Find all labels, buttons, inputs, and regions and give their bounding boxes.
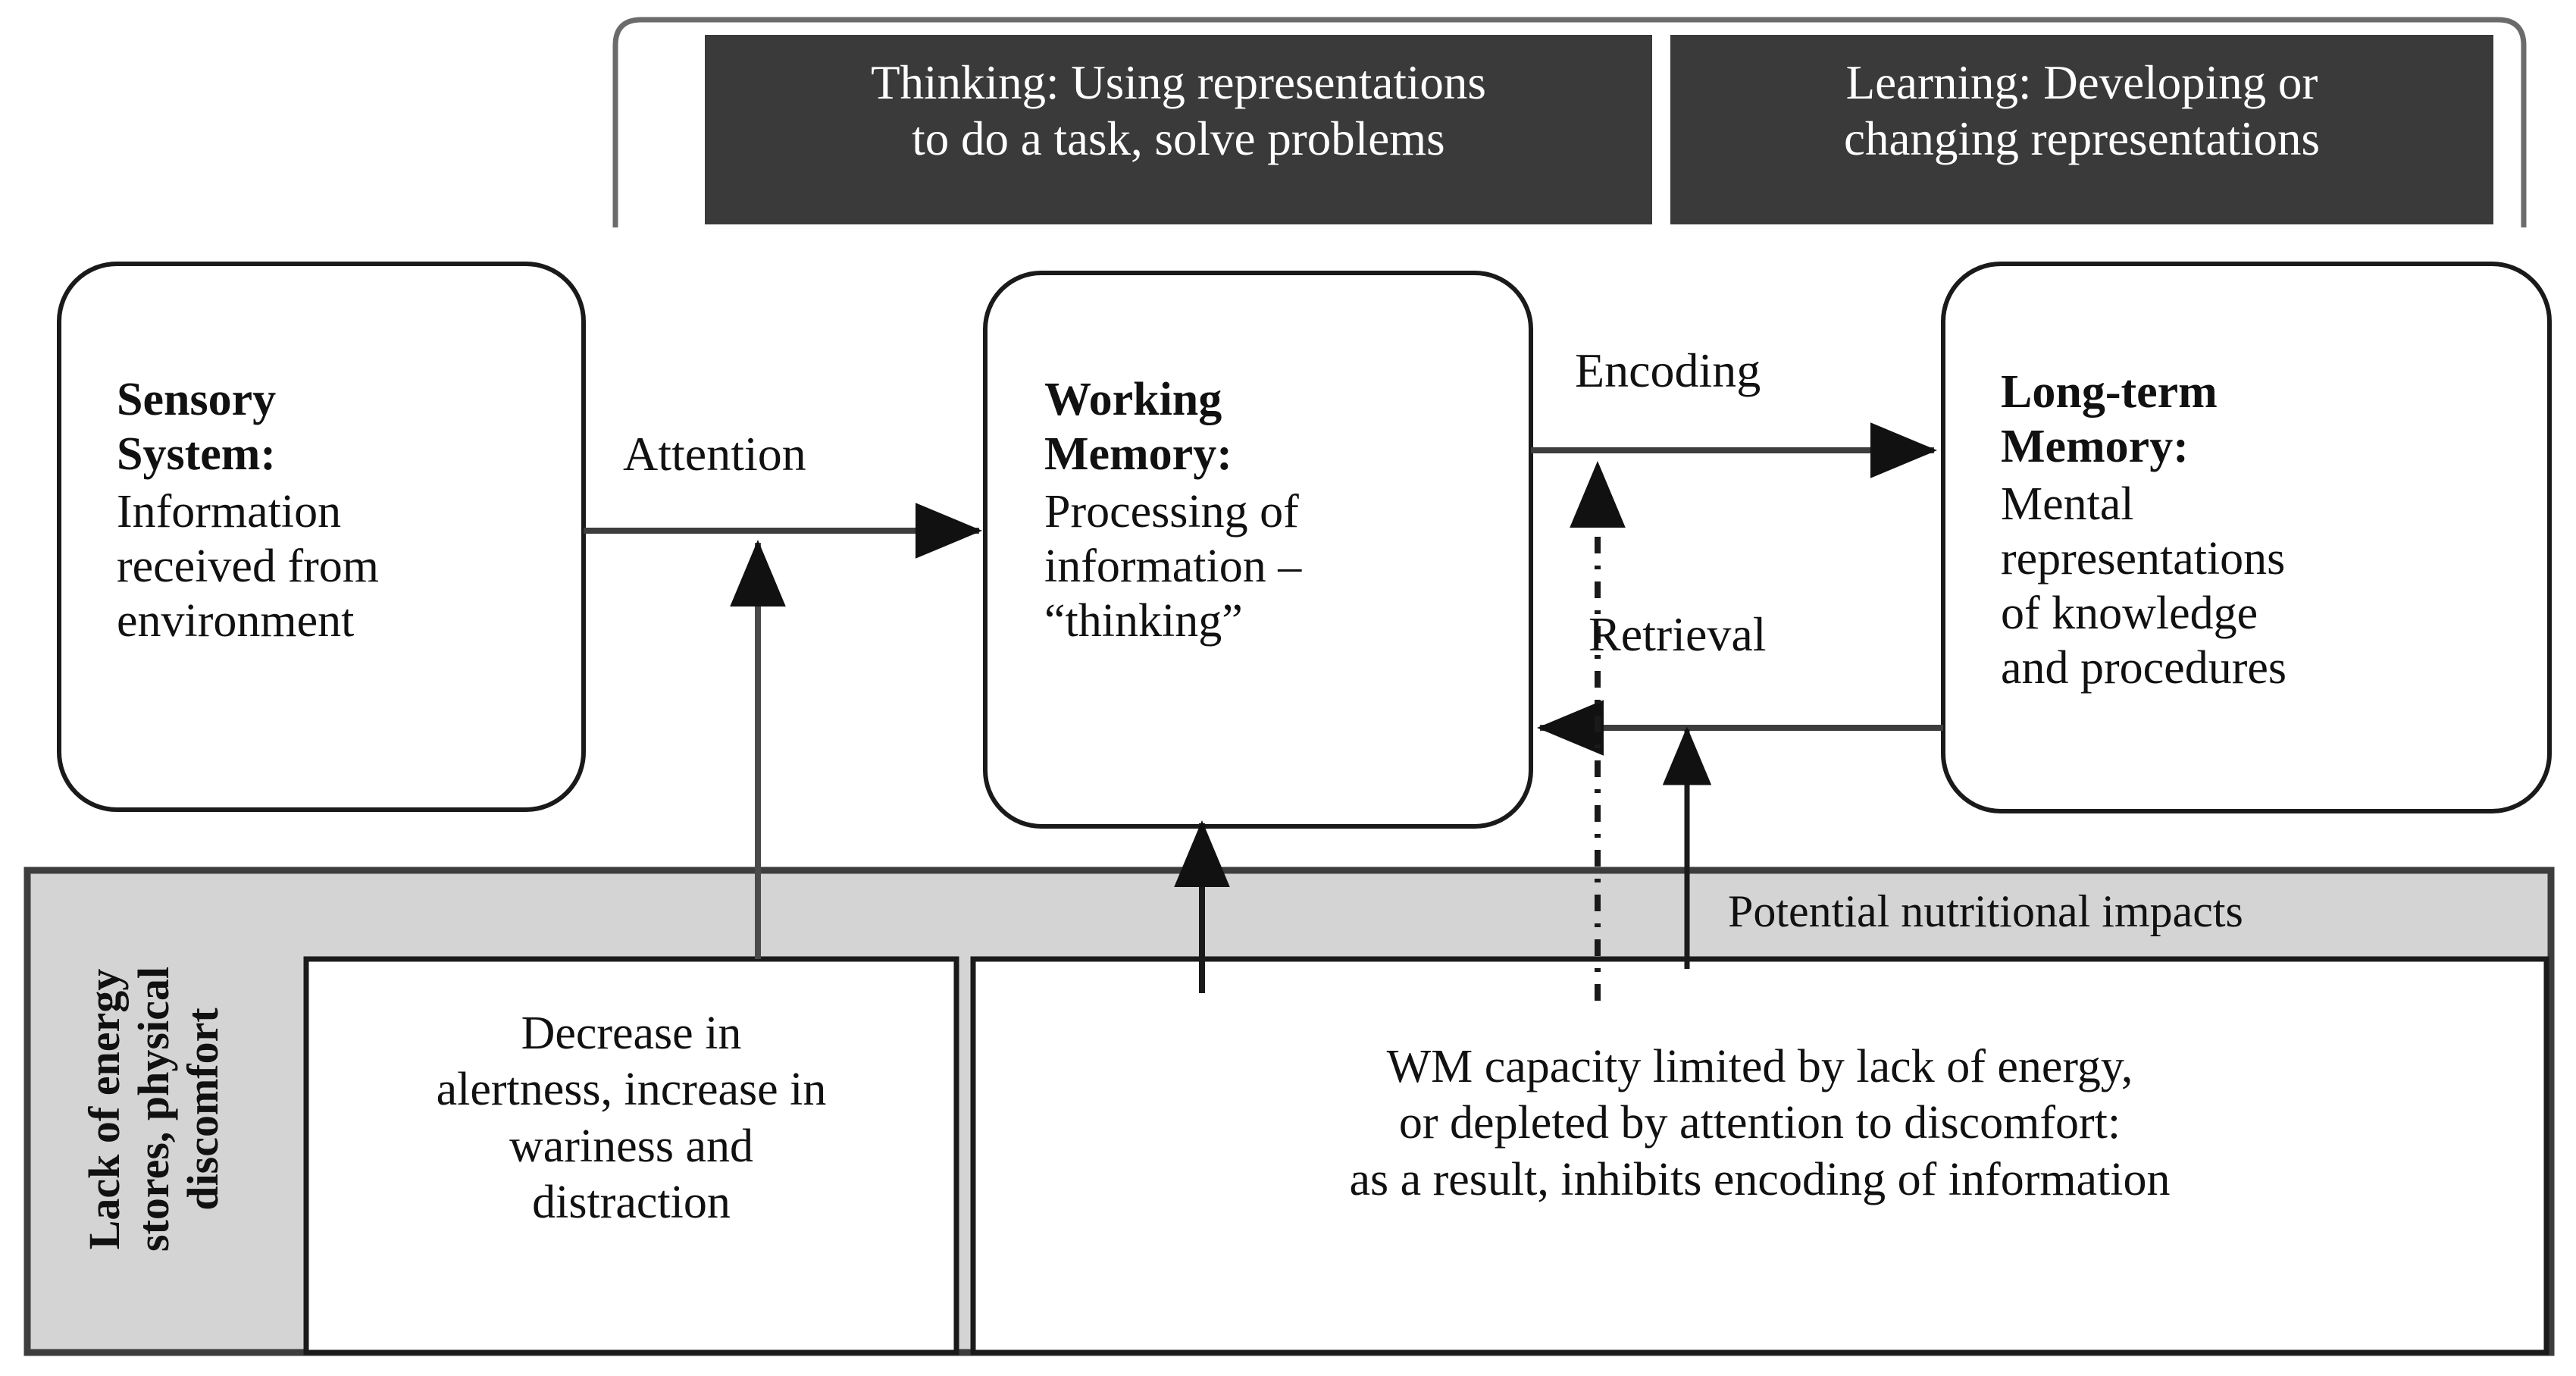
retrieval-label: Retrieval <box>1588 607 1767 661</box>
working-memory-box <box>983 271 1533 829</box>
long-term-memory-heading: Long-term Memory: <box>2001 366 2218 472</box>
attention-label: Attention <box>623 427 806 481</box>
learning-banner-box <box>1670 35 2493 224</box>
impacts-band-title: Potential nutritional impacts <box>1728 886 2243 936</box>
sensory-system-heading: Sensory System: <box>117 374 277 480</box>
alertness-impact-box <box>303 956 959 1356</box>
impacts-side-label: Lack of energy stores, physical discomfo… <box>80 967 227 1252</box>
sensory-system-box <box>57 262 586 812</box>
learning-banner-label: Learning: Developing or changing represe… <box>1843 56 2321 166</box>
working-memory-body: Processing of information – “thinking” <box>1044 486 1302 647</box>
alertness-impact-text: Decrease in alertness, increase in warin… <box>436 1008 827 1229</box>
thinking-banner-box <box>705 35 1652 224</box>
encoding-label: Encoding <box>1575 343 1761 397</box>
wm-capacity-impact-box <box>970 956 2549 1356</box>
wm-capacity-impact-text: WM capacity limited by lack of energy, o… <box>1349 1041 2171 1205</box>
long-term-memory-heading-suffix: Mental representations of knowledge and … <box>2001 478 2286 694</box>
thinking-banner-label: Thinking: Using representations to do a … <box>871 56 1486 166</box>
long-term-memory-box <box>1941 262 2552 813</box>
sensory-system-body: Information received from environment <box>117 486 379 647</box>
top-bracket <box>612 17 2527 227</box>
working-memory-heading: Working Memory: <box>1044 374 1232 480</box>
